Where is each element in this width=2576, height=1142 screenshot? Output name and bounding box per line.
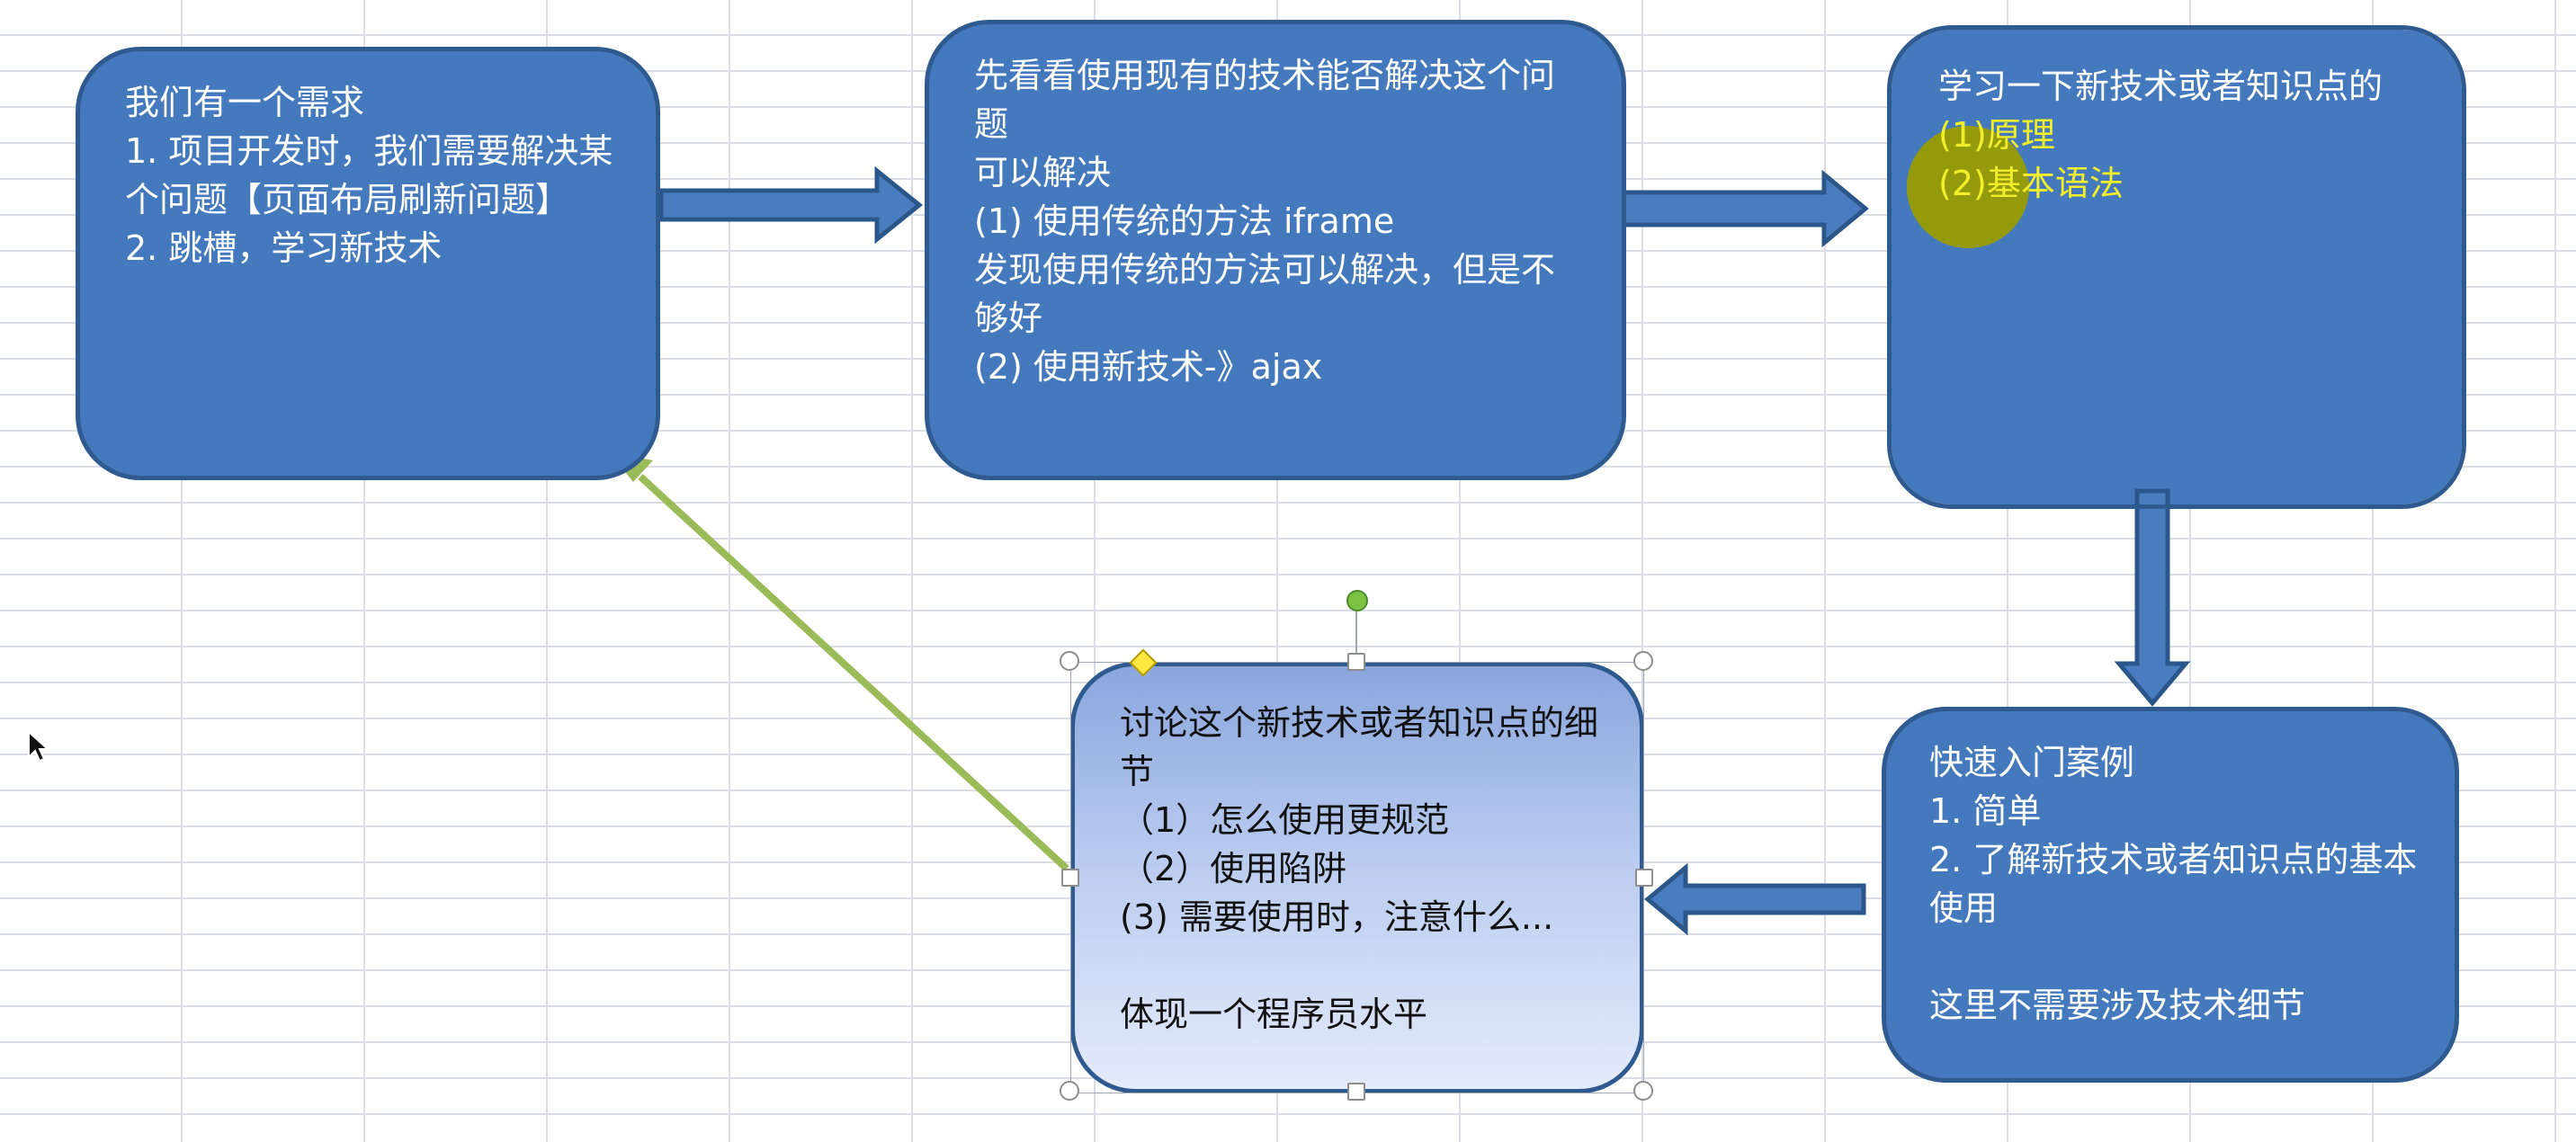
arrow-quickstart-to-details[interactable] [1644,862,1866,936]
arrow-details-to-requirement[interactable] [638,474,1069,871]
mouse-pointer-icon [28,730,49,763]
details-title: 讨论这个新技术或者知识点的细节 [1120,703,1599,791]
arrow-requirement-to-existing[interactable] [658,165,923,245]
resize-handle-top-left[interactable] [1060,651,1079,671]
quickstart-note: 这里不需要涉及技术细节 [1929,986,2306,1025]
rotate-handle[interactable] [1346,590,1368,611]
details-item-2: （2）使用陷阱 [1120,849,1347,888]
box-tech-details[interactable]: 讨论这个新技术或者知识点的细节 （1）怎么使用更规范 （2）使用陷阱 (3) 需… [1070,662,1644,1093]
details-note: 体现一个程序员水平 [1120,995,1428,1034]
existing-line-1: 可以解决 [974,153,1112,192]
existing-line-2: (1) 使用传统的方法 iframe [974,201,1395,241]
learn-text: 学习一下新技术或者知识点的 (1)原理 (2)基本语法 [1938,62,2426,208]
quickstart-item-2: 2. 了解新技术或者知识点的基本使用 [1929,840,2418,928]
details-text: 讨论这个新技术或者知识点的细节 （1）怎么使用更规范 （2）使用陷阱 (3) 需… [1120,699,1604,1039]
existing-line-3: 发现使用传统的方法可以解决，但是不够好 [974,250,1556,338]
box-quickstart[interactable]: 快速入门案例 1. 简单 2. 了解新技术或者知识点的基本使用 这里不需要涉及技… [1882,707,2459,1083]
learn-text-layer: 学习一下新技术或者知识点的 (1)原理 (2)基本语法 [1887,25,2466,509]
resize-handle-bottom-right[interactable] [1633,1081,1653,1101]
existing-line-4: (2) 使用新技术-》ajax [974,347,1323,387]
learn-item-1: (1)原理 [1938,115,2055,155]
cursor-highlight-overlay [1907,126,2029,248]
learn-item-2: (2)基本语法 [1938,164,2124,203]
details-item-3: (3) 需要使用时，注意什么... [1120,897,1554,937]
requirement-title: 我们有一个需求 [125,83,365,122]
quickstart-item-1: 1. 简单 [1929,791,2042,831]
resize-handle-right[interactable] [1635,869,1653,887]
existing-title: 先看看使用现有的技术能否解决这个问题 [974,56,1556,144]
arrow-learn-to-quickstart[interactable] [2114,488,2191,707]
resize-handle-left[interactable] [1061,869,1079,887]
details-item-1: （1）怎么使用更规范 [1120,800,1450,840]
existing-text: 先看看使用现有的技术能否解决这个问题 可以解决 (1) 使用传统的方法 ifra… [974,51,1586,391]
resize-handle-bottom-left[interactable] [1060,1081,1079,1101]
resize-handle-bottom[interactable] [1347,1083,1365,1101]
quickstart-text: 快速入门案例 1. 简单 2. 了解新技术或者知识点的基本使用 这里不需要涉及技… [1929,738,2419,1030]
resize-handle-top-right[interactable] [1633,651,1653,671]
box-existing-tech[interactable]: 先看看使用现有的技术能否解决这个问题 可以解决 (1) 使用传统的方法 ifra… [925,20,1626,480]
quickstart-title: 快速入门案例 [1929,743,2135,782]
arrow-existing-to-learn[interactable] [1604,169,1869,248]
learn-title: 学习一下新技术或者知识点的 [1938,67,2384,106]
box-learn-new-tech[interactable] [1887,25,2466,509]
box-requirement[interactable]: 我们有一个需求 1. 项目开发时，我们需要解决某个问题【页面布局刷新问题】 2.… [76,47,660,480]
resize-handle-top[interactable] [1347,653,1365,671]
requirement-line-2: 2. 跳槽，学习新技术 [125,228,443,268]
requirement-text: 我们有一个需求 1. 项目开发时，我们需要解决某个问题【页面布局刷新问题】 2.… [125,78,620,272]
requirement-line-1: 1. 项目开发时，我们需要解决某个问题【页面布局刷新问题】 [125,131,613,219]
